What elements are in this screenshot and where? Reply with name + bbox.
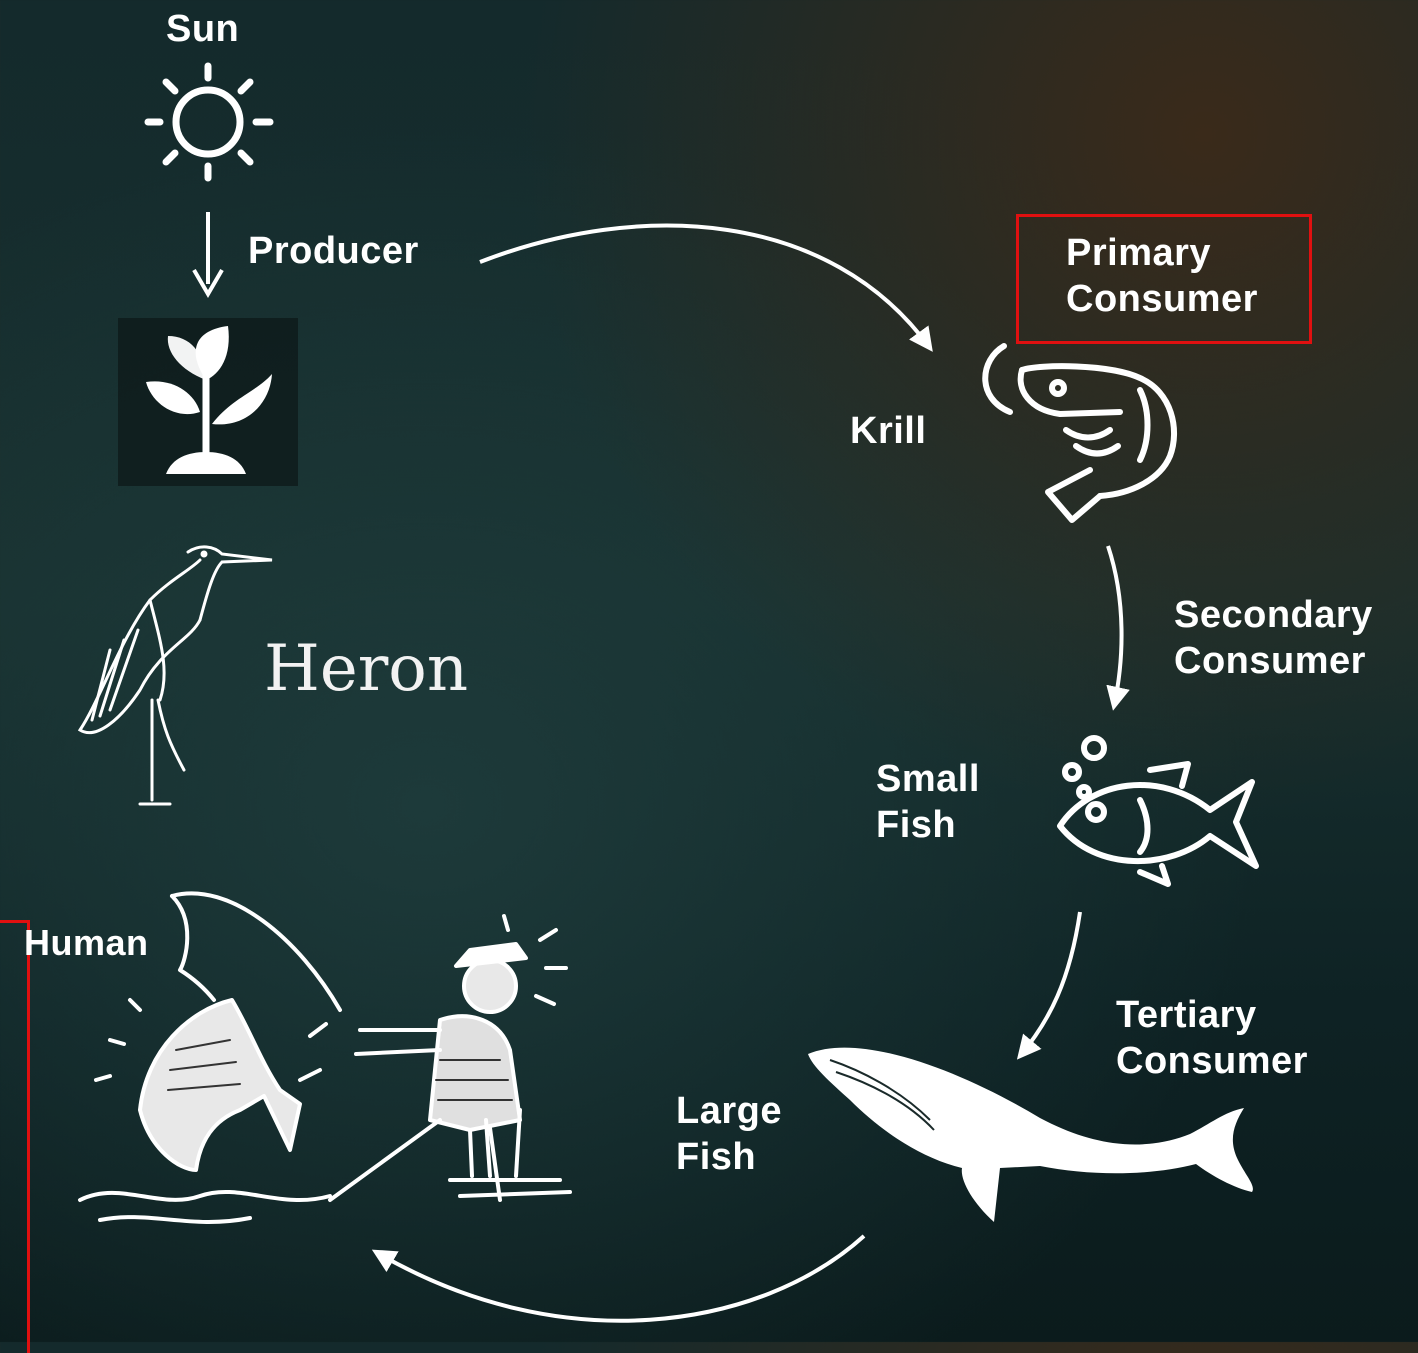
heron-icon — [80, 547, 272, 804]
human-label: Human — [24, 920, 149, 966]
sun-to-producer-arrow — [194, 212, 222, 294]
small-fish-label: Small Fish — [876, 756, 1006, 848]
human-highlight-box — [0, 920, 30, 1353]
plant-icon — [118, 318, 298, 486]
krill-icon — [985, 346, 1174, 520]
sun-label: Sun — [166, 6, 239, 52]
fisherman-icon — [80, 893, 570, 1222]
sun-icon — [148, 66, 270, 178]
large-fish-label: Large Fish — [676, 1088, 806, 1180]
whale-to-human-arrow — [376, 1236, 864, 1321]
primary-consumer-label: Primary Consumer — [1066, 230, 1286, 322]
krill-label: Krill — [850, 408, 926, 454]
producer-label: Producer — [248, 228, 419, 274]
fish-icon — [1060, 738, 1256, 884]
krill-to-small-fish-arrow — [1108, 546, 1122, 706]
producer-to-krill-arrow — [480, 226, 930, 348]
small-fish-to-whale-arrow — [1020, 912, 1080, 1056]
tertiary-consumer-label: Tertiary Consumer — [1116, 992, 1346, 1084]
heron-label: Heron — [264, 632, 468, 706]
secondary-consumer-label: Secondary Consumer — [1174, 592, 1404, 684]
